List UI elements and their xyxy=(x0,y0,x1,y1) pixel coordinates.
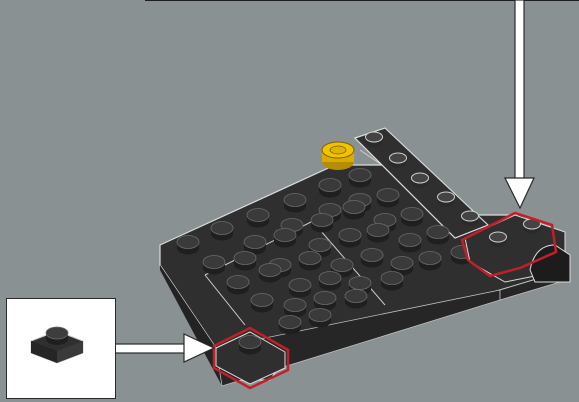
arrow-down-icon xyxy=(505,0,534,208)
plate-1x1-part-image xyxy=(7,299,114,397)
parts-needed-callout xyxy=(6,298,116,399)
yellow-stud xyxy=(322,142,354,170)
